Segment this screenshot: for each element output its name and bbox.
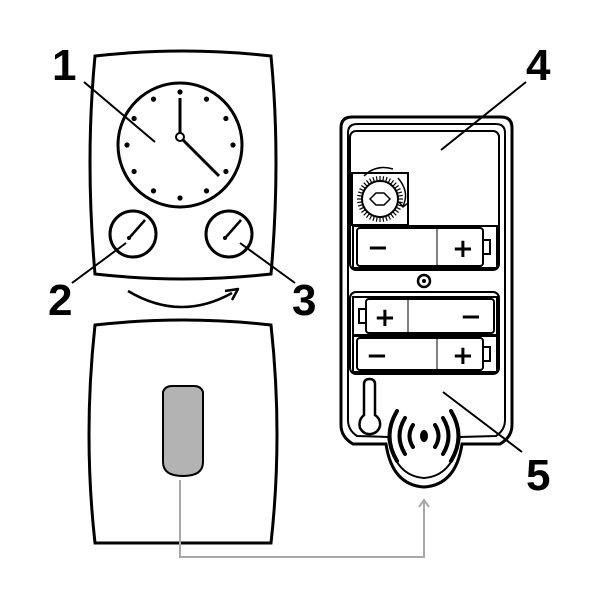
- rotate-arrow-icon: [127, 287, 240, 309]
- callout-3-label: 3: [292, 276, 316, 325]
- callout-5-label: 5: [526, 451, 550, 500]
- cover-release-tab: [162, 385, 204, 478]
- battery-icon: − +: [352, 225, 498, 269]
- callout-1-label: 1: [52, 41, 76, 90]
- battery-a-plus: +: [452, 234, 474, 264]
- clock-hour-hand: [178, 135, 221, 178]
- clock-hour-dot: [177, 195, 183, 201]
- callout-3-leader: [239, 242, 296, 284]
- clock-hour-dot: [150, 188, 157, 194]
- thermometer-icon: [358, 377, 382, 436]
- battery-icon: + −: [352, 296, 498, 336]
- battery-c-minus: −: [366, 341, 388, 371]
- clock-hour-dot: [203, 188, 210, 194]
- clock-hour-dot: [124, 142, 130, 148]
- callout-1-leader: [83, 81, 156, 143]
- sound-wave-icon: [387, 409, 461, 463]
- clock-hour-dot: [203, 96, 210, 102]
- connector-arrow-icon: [179, 480, 430, 558]
- battery-icon: − +: [352, 335, 498, 373]
- battery-a-minus: −: [367, 233, 389, 263]
- callout-4-leader: [440, 81, 527, 151]
- clock-hour-dot: [150, 96, 157, 102]
- callout-2-leader: [71, 242, 127, 284]
- battery-c-plus: +: [452, 341, 474, 371]
- battery-unit: − + + − − +: [339, 115, 514, 489]
- clock-hour-dot: [223, 168, 229, 175]
- clock-hour-dot: [223, 115, 229, 122]
- callout-2-label: 2: [48, 276, 72, 325]
- callout-5-leader: [442, 391, 523, 453]
- battery-b-minus: −: [460, 302, 482, 332]
- clock-face-icon: [116, 81, 244, 209]
- clock-hour-dot: [131, 115, 137, 122]
- clock-hour-dot: [230, 142, 236, 148]
- back-cover: [87, 318, 279, 545]
- right-knob-icon: [204, 209, 254, 259]
- battery-b-plus: +: [374, 303, 396, 333]
- clock-hour-dot: [177, 89, 183, 95]
- clock-hour-dot: [131, 168, 137, 175]
- gear-dial-icon: [351, 166, 409, 226]
- callout-4-label: 4: [526, 41, 551, 90]
